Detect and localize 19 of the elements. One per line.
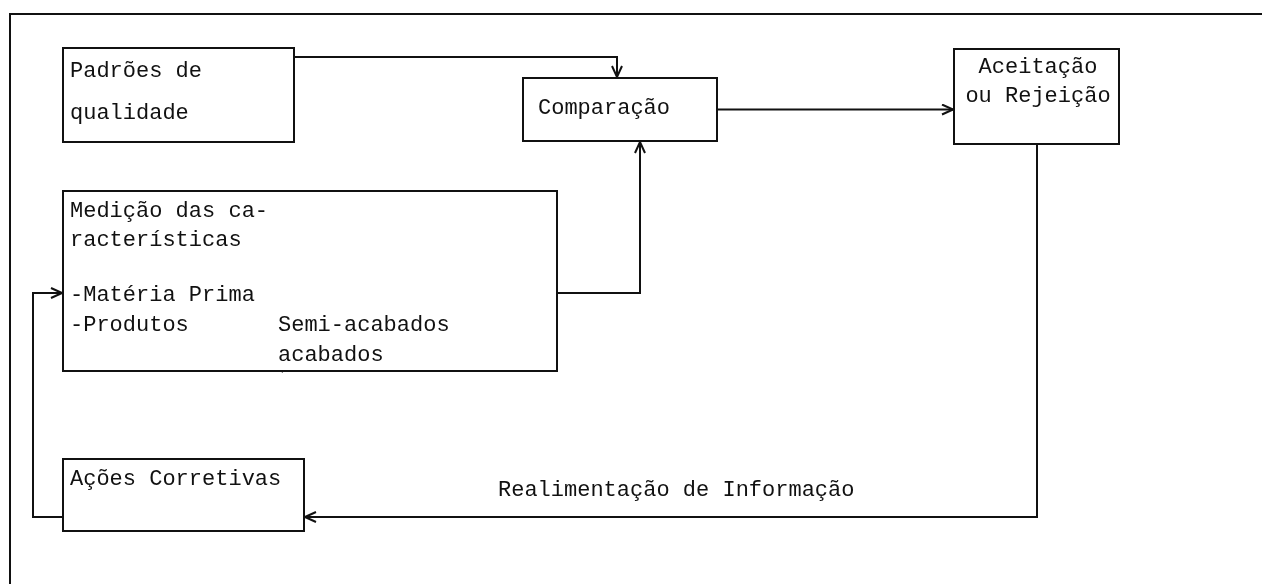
box-text: Semi-acabados (278, 312, 451, 340)
process-box (522, 77, 718, 142)
arrow (294, 56, 623, 78)
box-text: Ações Corretivas (70, 466, 283, 494)
process-box (62, 190, 558, 372)
process-box (953, 48, 1120, 145)
process-box (62, 458, 305, 532)
arrow (557, 141, 646, 294)
box-text: Aceitação ou Rejeição (964, 54, 1112, 111)
box-text: Padrões de qualidade (70, 58, 204, 128)
box-text: -Matéria Prima (70, 282, 256, 310)
box-text: Medição das ca- racterísticas (70, 198, 270, 255)
box-text: acabados (278, 342, 385, 370)
process-box (62, 47, 295, 143)
box-text: -Produtos (70, 312, 190, 340)
arrow (32, 287, 63, 518)
box-text: Comparação (538, 95, 672, 123)
arrow (717, 103, 954, 116)
arrow (304, 144, 1038, 523)
